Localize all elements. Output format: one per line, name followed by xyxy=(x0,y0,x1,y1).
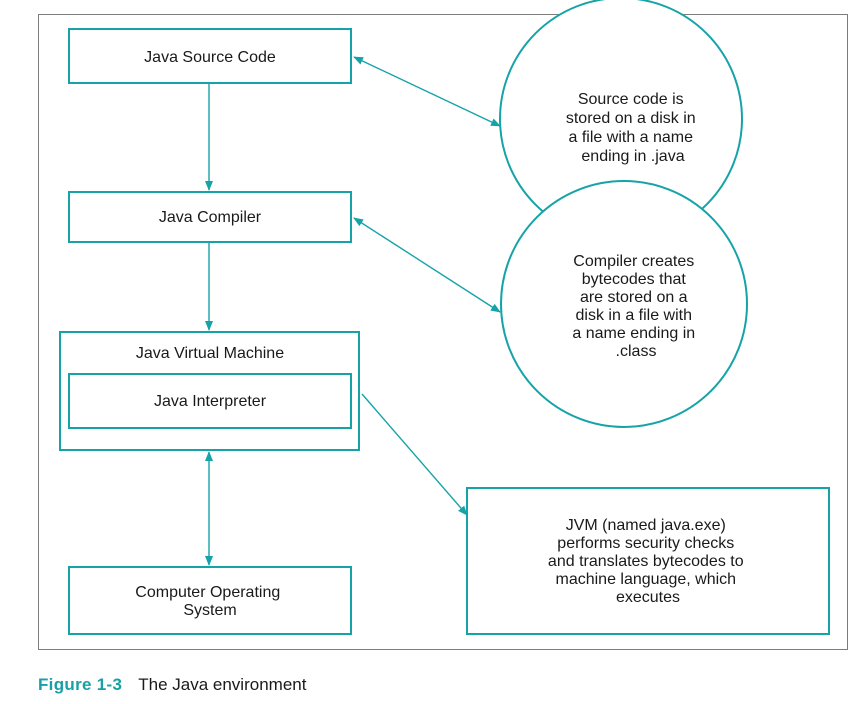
box-jvm-note xyxy=(466,487,830,635)
label-java-virtual-machine: Java Virtual Machine xyxy=(136,345,284,362)
arrow-compiler-note xyxy=(353,217,501,313)
box-java-compiler xyxy=(68,191,352,243)
diagram-frame xyxy=(38,14,848,650)
label-java-compiler: Java Compiler xyxy=(159,209,262,226)
box-java-interpreter xyxy=(68,373,352,429)
label-computer-operating-system: Computer Operating System xyxy=(135,584,284,619)
label-java-source-code: Java Source Code xyxy=(144,49,276,66)
figure-number: Figure 1-3 xyxy=(38,675,123,694)
box-computer-operating-system xyxy=(68,566,352,635)
box-java-source-code xyxy=(68,28,352,84)
arrow-source-note xyxy=(353,56,501,127)
circle-compiler-note xyxy=(500,180,748,428)
figure-title: The Java environment xyxy=(138,675,307,694)
text-source-note: Source code is stored on a disk in a fil… xyxy=(566,91,700,165)
arrow-interpreter-to-jvm-note xyxy=(361,393,468,516)
figure-caption: Figure 1-3 The Java environment xyxy=(38,675,306,695)
text-compiler-note: Compiler creates bytecodes that are stor… xyxy=(572,253,699,360)
text-jvm-note: JVM (named java.exe) performs security c… xyxy=(548,517,748,606)
label-java-interpreter: Java Interpreter xyxy=(154,393,267,410)
